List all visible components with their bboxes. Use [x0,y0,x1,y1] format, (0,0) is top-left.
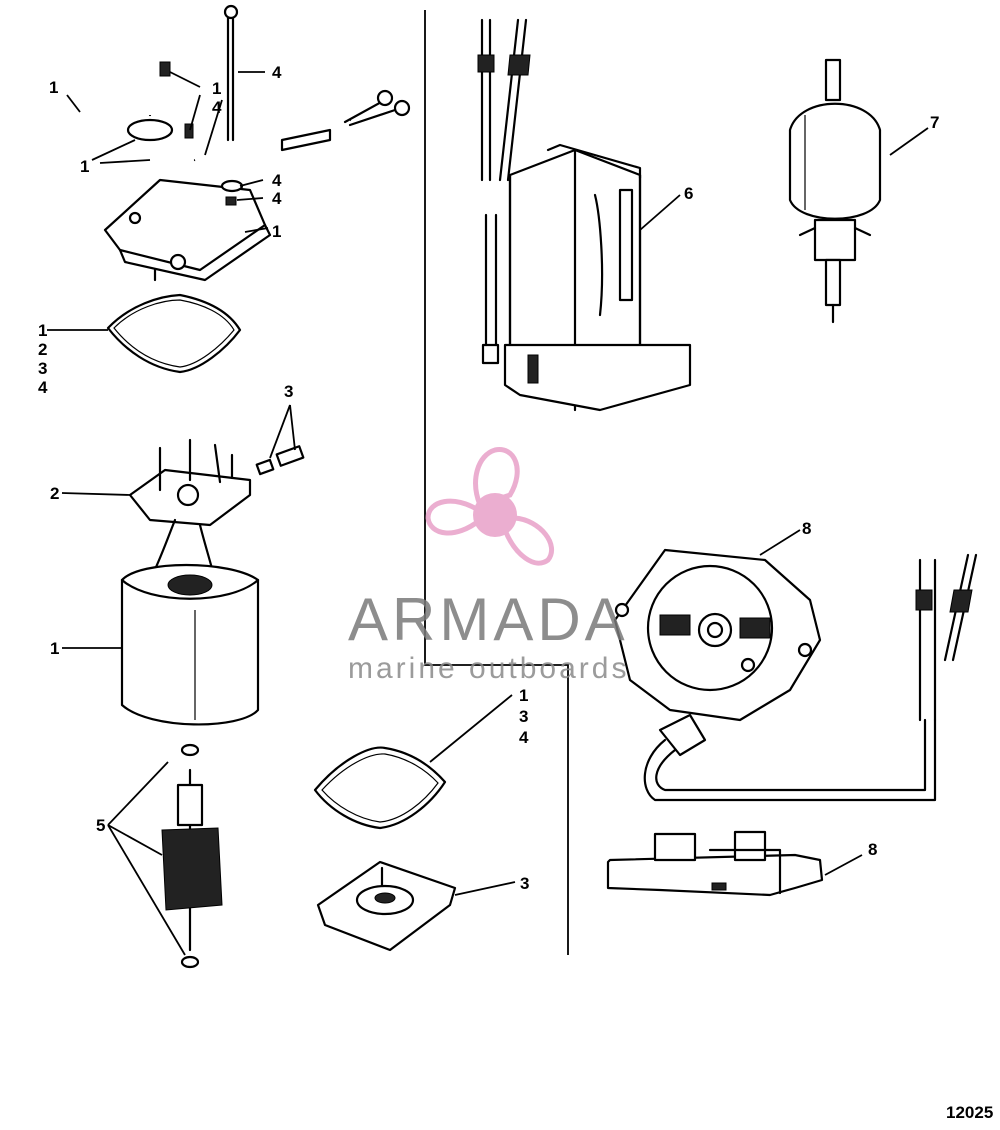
lower-gasket [313,746,447,830]
leader-lines [47,71,929,956]
callout-motor-8: 8 [802,519,811,538]
callout-end-cap: 3 [520,874,529,893]
armature [161,743,223,969]
upper-gasket [106,293,242,374]
motor-assembly-6 [477,18,692,412]
callout-gasket-upper-1: 1 [38,321,47,340]
callout-housing: 1 [50,639,59,658]
callout-gasket-lower-1: 1 [519,686,528,705]
callout-4b: 4 [272,63,282,82]
callout-armature: 5 [96,816,105,835]
callouts: 1 1 4 1 1 4 4 4 1 2 3 4 2 3 1 5 1 3 4 3 … [38,63,939,893]
brush-plate [128,438,252,582]
callout-gasket-upper-2: 2 [38,340,47,359]
end-head-assembly [55,4,411,282]
callout-gasket-upper-3: 3 [38,359,47,378]
callout-motor-6: 6 [684,184,693,203]
brushes [255,445,305,476]
part-7 [788,58,882,324]
watermark-name: ARMADA [348,586,629,653]
callout-brushes: 3 [284,382,293,401]
callout-4a: 4 [212,98,222,117]
callout-brush-plate: 2 [50,484,59,503]
end-cap [316,860,457,952]
callout-1d: 1 [272,222,281,241]
callout-4d: 4 [272,189,282,208]
callout-1b: 1 [212,79,221,98]
figure-number: 12025 [946,1103,993,1122]
callout-gasket-lower-3: 3 [519,707,528,726]
watermark: ARMADA marine outboards [348,447,629,685]
callout-bracket-8: 8 [868,840,877,859]
callout-gasket-upper-4: 4 [38,378,48,397]
section-divider [424,10,569,955]
callout-4c: 4 [272,171,282,190]
callout-part-7: 7 [930,113,939,132]
callout-gasket-lower-4: 4 [519,728,529,747]
motor-housing [120,563,260,726]
callout-1a: 1 [49,78,58,97]
motor-assembly-8 [613,548,978,802]
watermark-tagline: marine outboards [348,652,629,685]
bracket-8 [606,830,824,897]
callout-1c: 1 [80,157,89,176]
propeller-logo-icon [425,447,555,566]
